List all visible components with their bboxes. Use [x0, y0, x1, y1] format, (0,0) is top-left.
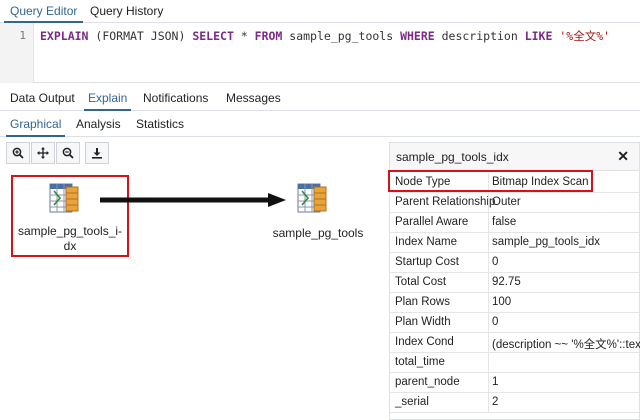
tab-statistics[interactable]: Statistics: [136, 117, 185, 131]
tab-notifications[interactable]: Notifications: [143, 91, 209, 105]
property-value: sample_pg_tools_idx: [492, 236, 601, 248]
column-divider: [488, 193, 489, 213]
column-divider: [488, 233, 489, 253]
column-divider: [488, 213, 489, 233]
column-divider: [488, 273, 489, 293]
line-number: 1: [19, 29, 26, 42]
property-row: Total Cost 92.75: [390, 273, 639, 293]
property-key: total_time: [395, 356, 445, 368]
close-icon[interactable]: ✕: [617, 148, 629, 164]
download-button[interactable]: [85, 142, 109, 164]
node-label-table: sample_pg_tools: [272, 226, 364, 240]
property-row: Parallel Aware false: [390, 213, 639, 233]
table-scan-icon[interactable]: [296, 181, 330, 215]
sql-token: LIKE: [524, 29, 553, 43]
sql-token: description: [434, 29, 525, 43]
tab-graphical[interactable]: Graphical: [6, 117, 66, 137]
property-key: Index Name: [395, 236, 458, 248]
query-editor[interactable]: 1 EXPLAIN (FORMAT JSON) SELECT * FROM sa…: [0, 23, 640, 83]
graph-toolbar: [6, 142, 110, 164]
property-key: Startup Cost: [395, 256, 459, 268]
property-value: 92.75: [492, 276, 521, 288]
move-icon: [37, 147, 49, 159]
property-row: Startup Cost 0: [390, 253, 639, 273]
column-divider: [488, 353, 489, 373]
tab-query-history[interactable]: Query History: [90, 4, 164, 18]
property-row: _serial 2: [390, 393, 639, 413]
property-row: total_time: [390, 353, 639, 373]
property-row: Index Cond (description ~~ '%全文%'::text): [390, 333, 640, 353]
property-key: Plan Rows: [395, 296, 450, 308]
sql-code[interactable]: EXPLAIN (FORMAT JSON) SELECT * FROM samp…: [40, 28, 610, 44]
sql-token: sample_pg_tools: [282, 29, 401, 43]
property-key: Node Type: [395, 176, 451, 188]
property-row: Node Type Bitmap Index Scan: [390, 173, 639, 193]
property-key: parent_node: [395, 376, 460, 388]
move-button[interactable]: [31, 142, 55, 164]
download-icon: [92, 148, 102, 159]
sql-token: (FORMAT JSON): [88, 29, 193, 43]
property-row: Plan Rows 100: [390, 293, 639, 313]
node-highlight-box: [11, 175, 129, 257]
property-value: 0: [492, 316, 499, 328]
props-title: sample_pg_tools_idx: [396, 150, 509, 164]
zoom-out-button[interactable]: [56, 142, 80, 164]
property-value: 2: [492, 396, 499, 408]
column-divider: [488, 293, 489, 313]
column-divider: [488, 373, 489, 393]
node-label-index: sample_pg_tools_i- dx: [12, 224, 128, 254]
sql-token: EXPLAIN: [40, 29, 89, 43]
property-row: parent_node 1: [390, 373, 639, 393]
property-value: 100: [492, 296, 512, 308]
property-value: (description ~~ '%全文%'::text): [492, 339, 640, 351]
tab-data-output[interactable]: Data Output: [10, 91, 75, 105]
sql-token: '%全文%': [559, 29, 611, 43]
sql-token: *: [233, 29, 255, 43]
column-divider: [488, 313, 489, 333]
explain-sub-tabs: Graphical Analysis Statistics: [0, 113, 640, 137]
sql-token: FROM: [254, 29, 283, 43]
property-value: Bitmap Index Scan: [492, 176, 589, 188]
property-row: Plan Width 0: [390, 313, 639, 333]
zoom-in-button[interactable]: [6, 142, 30, 164]
tab-analysis[interactable]: Analysis: [76, 117, 121, 131]
line-gutter: 1: [0, 23, 34, 83]
result-tabs: Data Output Explain Notifications Messag…: [0, 86, 640, 111]
property-row: Index Name sample_pg_tools_idx: [390, 233, 639, 253]
column-divider: [488, 333, 489, 353]
column-divider: [488, 173, 489, 193]
plan-arrow: [100, 193, 286, 207]
props-header: sample_pg_tools_idx ✕: [390, 143, 639, 171]
property-key: Plan Width: [395, 316, 451, 328]
column-divider: [488, 253, 489, 273]
bitmap-index-scan-icon[interactable]: [48, 181, 82, 215]
property-key: _serial: [395, 396, 429, 408]
property-value: 1: [492, 376, 499, 388]
node-label-index-line1: sample_pg_tools_i-: [17, 224, 123, 238]
tab-explain[interactable]: Explain: [84, 90, 132, 111]
property-key: Total Cost: [395, 276, 447, 288]
property-value: 0: [492, 256, 499, 268]
editor-tabs: Query Editor Query History: [0, 0, 640, 23]
tab-query-editor[interactable]: Query Editor: [4, 0, 84, 23]
sql-token: SELECT: [192, 29, 234, 43]
property-key: Parent Relationship: [395, 196, 496, 208]
node-properties-panel: sample_pg_tools_idx ✕ Node Type Bitmap In…: [389, 142, 640, 420]
sql-token: WHERE: [400, 29, 435, 43]
property-key: Index Cond: [395, 336, 454, 348]
node-type-highlight-box: [388, 170, 593, 192]
zoom-out-icon: [62, 147, 74, 159]
column-divider: [488, 393, 489, 413]
tab-messages[interactable]: Messages: [226, 91, 281, 105]
zoom-in-icon: [12, 147, 24, 159]
property-value: false: [492, 216, 517, 228]
property-value: Outer: [492, 196, 521, 208]
node-label-index-line2: dx: [63, 239, 77, 253]
property-key: Parallel Aware: [395, 216, 469, 228]
